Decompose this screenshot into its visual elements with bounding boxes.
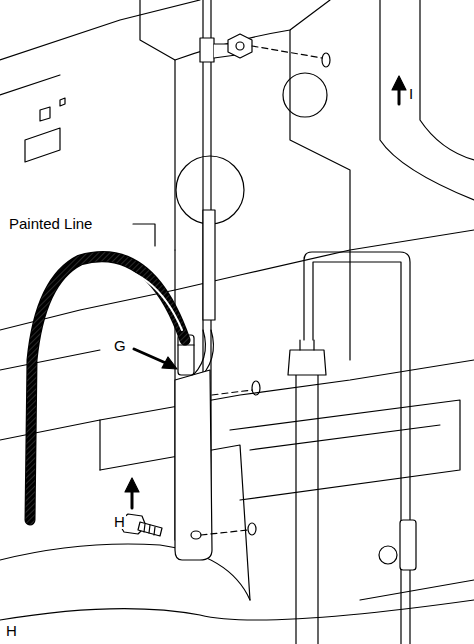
leader-line	[133, 224, 155, 246]
clamp-bolt	[228, 34, 330, 67]
callout-letter: H	[113, 514, 126, 529]
wire-bracket	[175, 335, 260, 560]
painted-hose	[30, 257, 185, 520]
brake-hose	[288, 252, 416, 644]
body-panel	[0, 0, 474, 620]
callout-letter: I	[408, 86, 414, 101]
figure-id: H	[5, 623, 18, 638]
callout-arrow	[125, 76, 406, 508]
callout-letter: G	[113, 338, 127, 353]
part-label: Painted Line	[8, 216, 93, 231]
